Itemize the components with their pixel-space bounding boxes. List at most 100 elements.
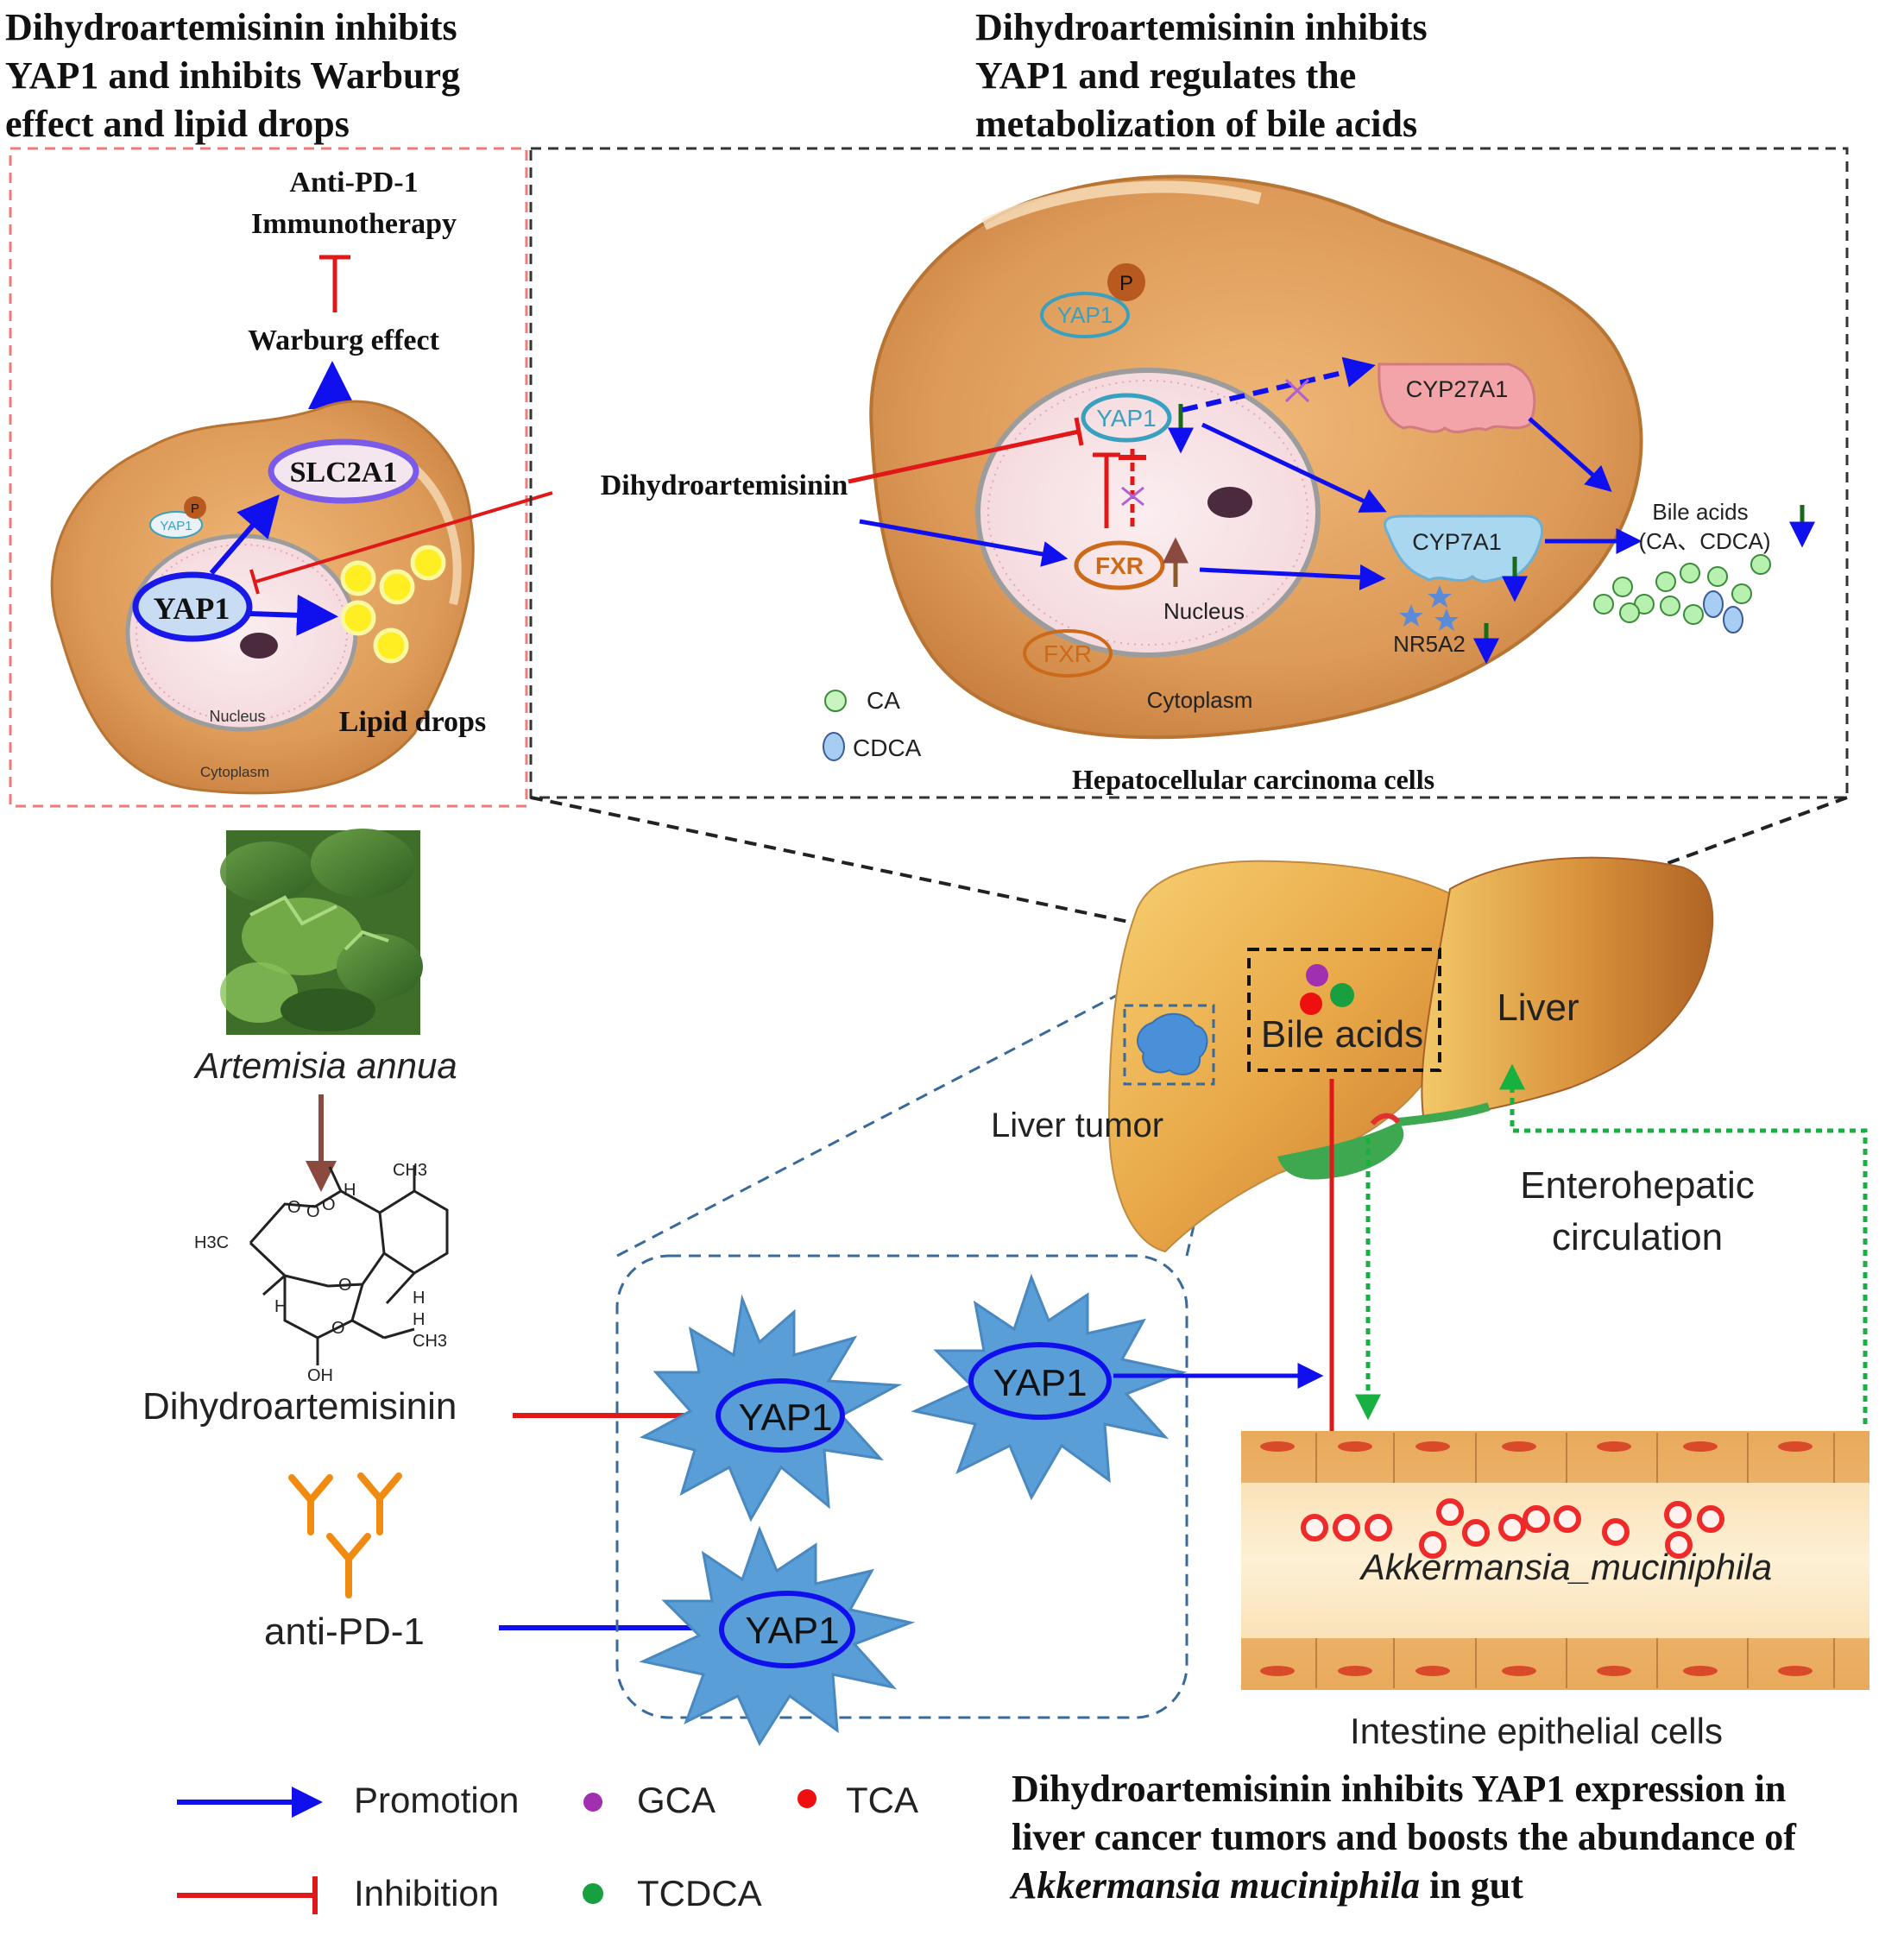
- legend-tcdca-dot: [583, 1883, 603, 1904]
- lipid-drops-label: Lipid drops: [339, 706, 486, 738]
- cdca-legend-label: CDCA: [853, 734, 922, 761]
- svg-text:H: H: [413, 1289, 425, 1308]
- left-panel-title: Dihydroartemisinin inhibits YAP1 and inh…: [5, 3, 460, 148]
- bile-acids-label: Bile acids: [1652, 499, 1748, 525]
- svg-text:O: O: [331, 1319, 345, 1338]
- inhibition-dha-to-left-yap1: [249, 491, 553, 595]
- svg-text:Anti-PD-1: Anti-PD-1: [289, 167, 418, 199]
- promotion-yap1-to-cyp7a1: [1201, 422, 1387, 513]
- promotion-yap1-to-cyp27a1-blocked: [1182, 356, 1376, 413]
- promotion-dha-to-fxr: [859, 519, 1069, 567]
- legend-tca-label: TCA: [846, 1780, 918, 1820]
- right-yap1-phospho-node: [1040, 292, 1130, 338]
- promotion-cyp27a1-to-bile-acids: [1528, 417, 1612, 492]
- ca-legend-label: CA: [867, 687, 900, 714]
- left-phosphate-node: [184, 496, 206, 519]
- legend-gca-label: GCA: [637, 1780, 716, 1820]
- left-nucleus-label: Nucleus: [209, 708, 265, 725]
- right-title-line-3: metabolization of bile acids: [975, 103, 1418, 145]
- inhibition-warburg-to-immunotherapy: [319, 255, 350, 312]
- left-yap1-node: [132, 571, 253, 642]
- left-nucleus-texture: [136, 544, 348, 722]
- slc2a1-label: SLC2A1: [290, 457, 398, 489]
- plant-label: Artemisia annua: [192, 1045, 457, 1086]
- left-title-line-1: Dihydroartemisinin inhibits: [5, 6, 457, 48]
- cyp7a1-label: CYP7A1: [1412, 529, 1502, 555]
- svg-text:O: O: [322, 1195, 336, 1214]
- left-phosphate-label: P: [191, 501, 199, 516]
- bottom-caption-line-3: Akkermansia muciniphila in gut: [1012, 1862, 1796, 1910]
- promotion-yap1-to-lipid-drops: [249, 594, 338, 636]
- svg-text:H: H: [274, 1297, 287, 1316]
- inhibition-fxr-to-yap1: [1093, 452, 1120, 528]
- bottom-caption-line-1: Dihydroartemisinin inhibits YAP1 express…: [1012, 1768, 1787, 1810]
- left-yap1-label: YAP1: [154, 591, 230, 626]
- bottom-caption-line-2: liver cancer tumors and boosts the abund…: [1012, 1816, 1796, 1858]
- legend-inhibition-label: Inhibition: [354, 1873, 499, 1913]
- svg-text:O: O: [306, 1202, 320, 1221]
- artemisia-plant-image: [220, 829, 423, 1035]
- intestine-label: Intestine epithelial cells: [1350, 1711, 1723, 1751]
- tca-dot: [1300, 993, 1322, 1015]
- cytoplasm-fxr-node: [1023, 629, 1113, 678]
- dha-center-label: Dihydroartemisinin: [601, 470, 848, 501]
- legend-tca-dot: [798, 1789, 816, 1808]
- ca-legend-marker: [824, 690, 847, 712]
- gca-dot: [1306, 964, 1328, 987]
- bottom-caption-rest: in gut: [1420, 1864, 1523, 1907]
- right-yap1-phospho-label: YAP1: [1057, 302, 1113, 328]
- left-title-line-3: effect and lipid drops: [5, 103, 350, 145]
- tumor-cell-a: [639, 1294, 903, 1522]
- enterohepatic-label-1: Enterohepatic: [1520, 1164, 1755, 1207]
- left-title-line-2: YAP1 and inhibits Warburg: [5, 54, 460, 97]
- slc2a1-node: [268, 438, 419, 504]
- blocked-mark-cyp27a1: [1284, 378, 1310, 403]
- anti-pd1-label: Anti-PD-1 Immunotherapy: [251, 167, 457, 240]
- antibody-icons: [288, 1472, 402, 1598]
- right-cell-highlight: [981, 180, 1262, 230]
- svg-text:CH3: CH3: [393, 1161, 427, 1180]
- left-chromatin: [240, 633, 278, 659]
- tumor-cell-b: [911, 1273, 1188, 1501]
- right-cytoplasm-label: Cytoplasm: [1147, 687, 1253, 713]
- right-panel-border: [529, 147, 1849, 799]
- right-yap1-label: YAP1: [1096, 405, 1157, 432]
- svg-text:H3C: H3C: [194, 1233, 229, 1252]
- blocked-mark-nucleus: [1121, 486, 1144, 507]
- tumor-zoom-box: [615, 1254, 1188, 1719]
- intestine-tissue: [1241, 1431, 1869, 1690]
- liver-tumor-box: [1123, 1004, 1215, 1086]
- tumor-yap1-b-label: YAP1: [993, 1362, 1087, 1404]
- right-fxr-label: FXR: [1095, 552, 1144, 579]
- svg-text:O: O: [338, 1276, 352, 1295]
- legend-gca-dot: [583, 1793, 602, 1812]
- promotion-yap1-to-slc2a1: [209, 494, 280, 575]
- svg-text:OH: OH: [307, 1366, 333, 1385]
- svg-text:O: O: [287, 1198, 301, 1217]
- svg-text:Immunotherapy: Immunotherapy: [251, 208, 457, 240]
- right-chromatin: [1207, 487, 1252, 518]
- svg-text:CH3: CH3: [413, 1332, 447, 1351]
- dha-molecule-labels: CH3 H3C H H H H CH3 OH O O O O O: [194, 1161, 447, 1385]
- tumor-cell-c: [639, 1525, 916, 1747]
- tumor-yap1-c-label: YAP1: [745, 1610, 839, 1652]
- cyp27a1-label: CYP27A1: [1406, 376, 1509, 402]
- liver-bile-acids-label: Bile acids: [1261, 1013, 1423, 1056]
- right-panel-title: Dihydroartemisinin inhibits YAP1 and reg…: [975, 3, 1428, 148]
- right-phosphate-node: [1107, 263, 1145, 301]
- akkermansia-bacteria: [1301, 1498, 1724, 1559]
- bile-acids-sub-label: (CA、CDCA): [1638, 528, 1770, 554]
- enterohepatic-label-2: circulation: [1552, 1216, 1723, 1258]
- akkermansia-label: Akkermansia_muciniphila: [1359, 1547, 1772, 1587]
- warburg-effect-label: Warburg effect: [248, 325, 440, 356]
- dha-molecule-structure: [249, 1165, 449, 1365]
- left-yap1-phospho-label: YAP1: [160, 519, 192, 533]
- bile-acids-box: [1247, 948, 1441, 1072]
- antipd1-label: anti-PD-1: [264, 1611, 425, 1653]
- liver-organ: [1107, 856, 1714, 1253]
- right-yap1-node: [1081, 393, 1172, 443]
- bottom-caption: Dihydroartemisinin inhibits YAP1 express…: [1012, 1765, 1796, 1910]
- cytoplasm-fxr-label: FXR: [1043, 640, 1092, 667]
- bile-acid-particles: [1593, 554, 1771, 634]
